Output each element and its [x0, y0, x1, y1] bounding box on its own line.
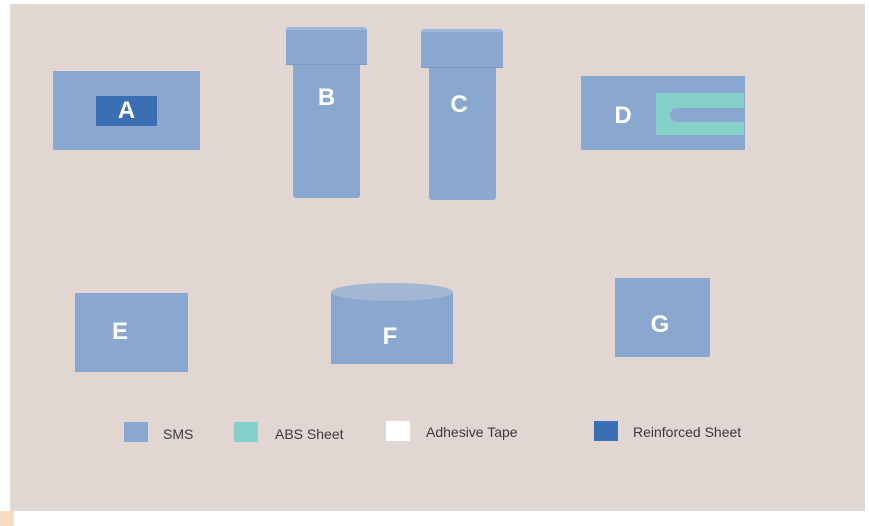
- legend-label-adhesive-tape: Adhesive Tape: [426, 424, 518, 440]
- shape-c-body: [429, 64, 496, 200]
- legend-label-reinforced-sheet: Reinforced Sheet: [633, 424, 742, 440]
- corner-tab: [0, 511, 14, 526]
- legend-label-abs-sheet: ABS Sheet: [275, 426, 344, 442]
- legend-swatch-adhesive-tape: [386, 421, 410, 441]
- shape-b-label: B: [317, 84, 336, 111]
- shape-e: [75, 293, 188, 372]
- shape-g-label: G: [650, 311, 670, 338]
- shape-a-label: A: [117, 97, 136, 124]
- legend-swatch-abs-sheet: [234, 422, 258, 442]
- shape-f-body: [331, 292, 453, 364]
- shape-f-top: [331, 283, 453, 301]
- shape-c-label: C: [450, 91, 468, 118]
- shape-d-label: D: [614, 102, 632, 129]
- shape-d-slot: [670, 108, 745, 122]
- shape-b-body: [293, 62, 360, 198]
- shape-f-label: F: [382, 323, 398, 350]
- shape-e-label: E: [111, 318, 128, 345]
- shape-c-cap: [421, 29, 503, 68]
- legend-swatch-sms: [124, 422, 148, 442]
- shape-b-cap: [286, 27, 367, 65]
- shape-a-reinforced-patch: [96, 96, 157, 126]
- shape-g: [615, 278, 710, 357]
- legend-label-sms: SMS: [163, 426, 194, 442]
- legend-swatch-reinforced-sheet: [594, 421, 618, 441]
